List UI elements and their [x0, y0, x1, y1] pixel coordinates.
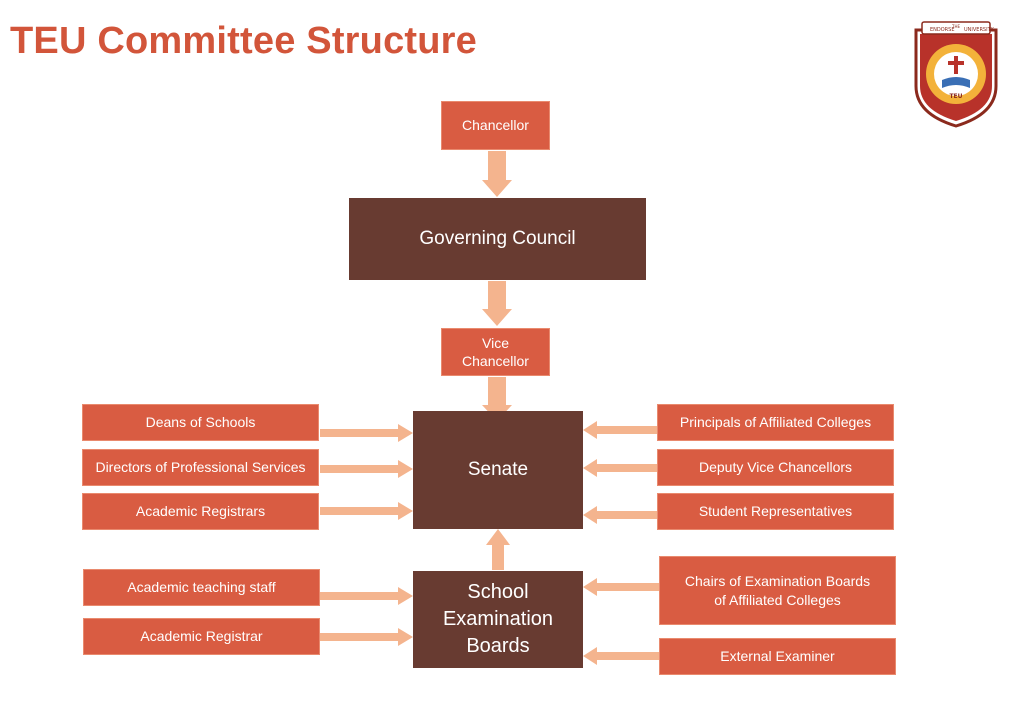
page-title: TEU Committee Structure: [10, 20, 478, 62]
logo-text-right: UNIVERSITY: [964, 27, 995, 33]
logo-text-mid: THE: [951, 24, 960, 29]
arrow-chairs-to-boards: [583, 578, 659, 596]
arrow-registrar-to-boards: [320, 628, 413, 646]
node-directors-professional-services: Directors of Professional Services: [82, 449, 319, 486]
arrow-students-to-senate: [583, 506, 657, 524]
arrow-principals-to-senate: [583, 421, 657, 439]
node-chairs-examination-boards: Chairs of Examination Boards of Affiliat…: [659, 556, 896, 625]
arrow-dvc-to-senate: [583, 459, 657, 477]
node-school-examination-boards: School Examination Boards: [413, 571, 583, 668]
arrow-teaching-staff-to-boards: [320, 587, 413, 605]
arrow-council-to-vc: [482, 281, 512, 326]
arrow-vc-to-senate: [482, 377, 512, 421]
logo-center-text: TEU: [949, 93, 962, 100]
arrow-examiner-to-boards: [583, 647, 659, 665]
arrow-chancellor-to-council: [482, 151, 512, 197]
node-senate: Senate: [413, 411, 583, 529]
node-deans-of-schools: Deans of Schools: [82, 404, 319, 441]
arrow-deans-to-senate: [320, 424, 413, 442]
node-principals-affiliated-colleges: Principals of Affiliated Colleges: [657, 404, 894, 441]
node-deputy-vice-chancellors: Deputy Vice Chancellors: [657, 449, 894, 486]
node-academic-teaching-staff: Academic teaching staff: [83, 569, 320, 606]
node-governing-council: Governing Council: [349, 198, 646, 280]
logo-text-left: ENDORSE: [930, 27, 955, 33]
node-academic-registrar: Academic Registrar: [83, 618, 320, 655]
arrow-registrars-to-senate: [320, 502, 413, 520]
node-vice-chancellor: Vice Chancellor: [441, 328, 550, 376]
arrow-directors-to-senate: [320, 460, 413, 478]
university-logo: ENDORSE THE UNIVERSITY TEU: [914, 21, 998, 128]
node-student-representatives: Student Representatives: [657, 493, 894, 530]
node-external-examiner: External Examiner: [659, 638, 896, 675]
node-academic-registrars: Academic Registrars: [82, 493, 319, 530]
arrow-boards-to-senate: [486, 529, 510, 570]
node-chancellor: Chancellor: [441, 101, 550, 150]
